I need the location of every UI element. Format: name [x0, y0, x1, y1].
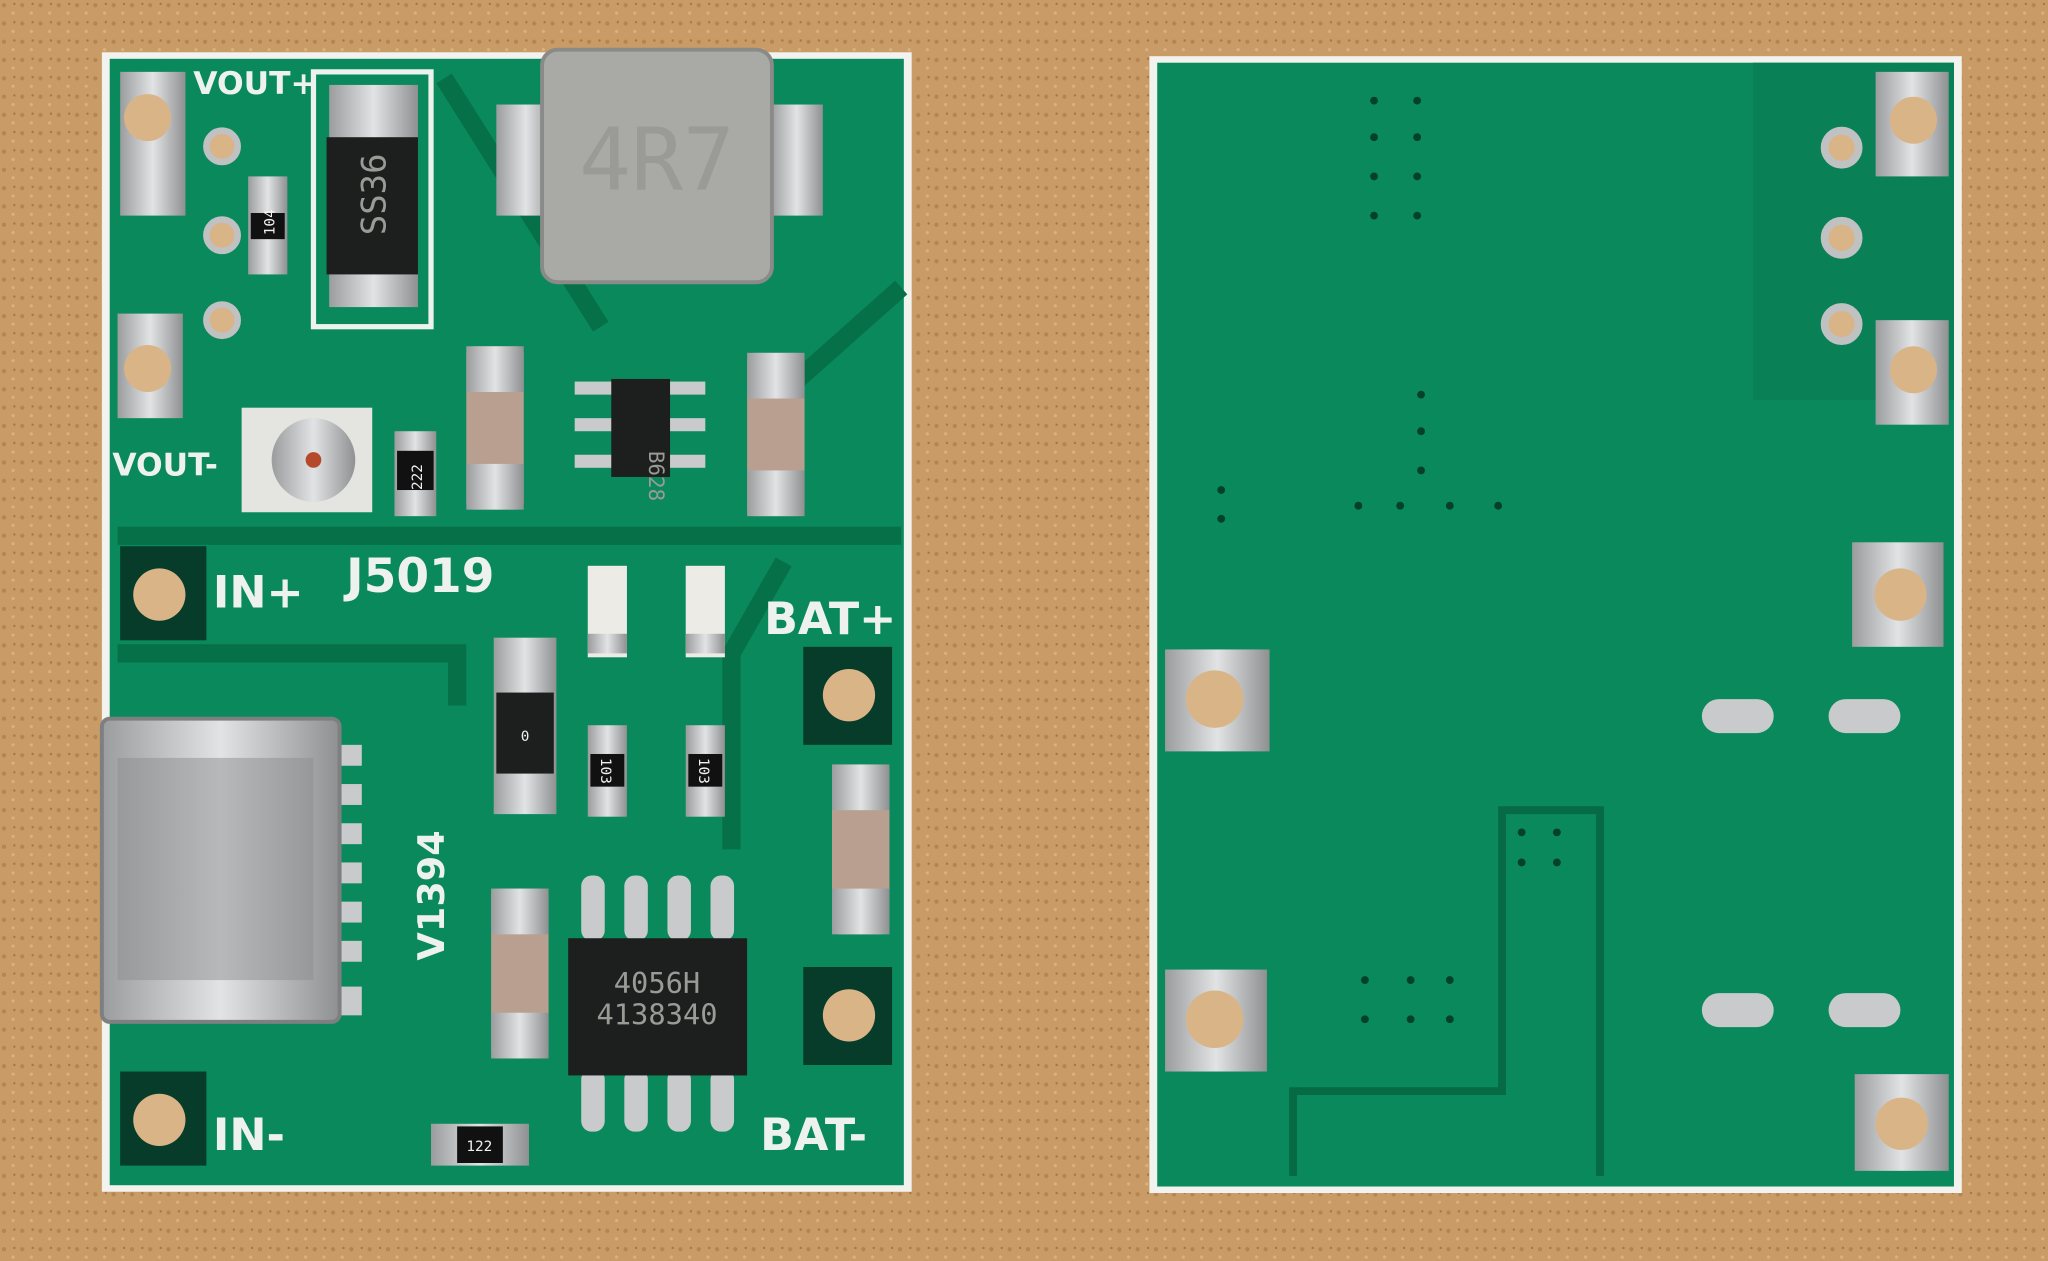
capacitors [466, 346, 890, 1059]
pad-vout-pos [120, 71, 186, 216]
svg-text:4138340: 4138340 [596, 997, 717, 1031]
label-vout-neg: VOUT- [112, 448, 218, 484]
inductor: 4R7 [496, 47, 823, 285]
trim-potentiometer [241, 407, 373, 513]
usb-c-connector [99, 716, 362, 1024]
diode-marking: SS36 [354, 153, 394, 235]
led-green [685, 565, 725, 658]
svg-text:222: 222 [410, 464, 426, 490]
boost-ic: B628 [574, 378, 706, 501]
svg-text:104: 104 [262, 209, 278, 235]
front-board: VOUT+ VOUT- IN+ J5019 BAT+ IN- BAT- V139… [99, 47, 912, 1192]
charger-ic: 4056H 4138340 [568, 875, 748, 1132]
resistor-122: 122 [431, 1123, 529, 1166]
small-vias [203, 127, 241, 340]
label-vout-pos: VOUT+ [193, 66, 316, 102]
label-board-id: J5019 [343, 549, 494, 604]
svg-text:B628: B628 [644, 451, 668, 501]
inductor-marking: 4R7 [579, 110, 735, 210]
label-bat-neg: BAT- [760, 1110, 867, 1161]
svg-text:0: 0 [521, 729, 530, 745]
resistor-103-a: 103 [587, 725, 627, 817]
resistor-103-b: 103 [685, 725, 725, 817]
back-board [1149, 56, 1962, 1194]
pad-bat-neg [803, 966, 893, 1065]
back-vias [1217, 96, 1561, 1024]
resistor-222: 222 [394, 431, 437, 517]
led-red [587, 565, 627, 658]
pad-in-neg [120, 1071, 207, 1166]
resistor-104: 104 [248, 176, 288, 275]
diode: SS36 [310, 69, 434, 330]
pad-in-pos [120, 546, 207, 641]
label-in-neg: IN- [213, 1110, 285, 1161]
label-in-pos: IN+ [213, 568, 304, 619]
svg-text:103: 103 [597, 758, 613, 784]
label-bat-pos: BAT+ [764, 594, 896, 645]
svg-text:103: 103 [695, 758, 711, 784]
svg-text:122: 122 [466, 1139, 492, 1155]
resistor-0: 0 [493, 637, 557, 815]
pad-bat-pos [803, 646, 893, 745]
label-version: V1394 [410, 830, 453, 960]
pad-vout-neg [117, 313, 183, 419]
svg-text:4056H: 4056H [614, 966, 700, 1000]
